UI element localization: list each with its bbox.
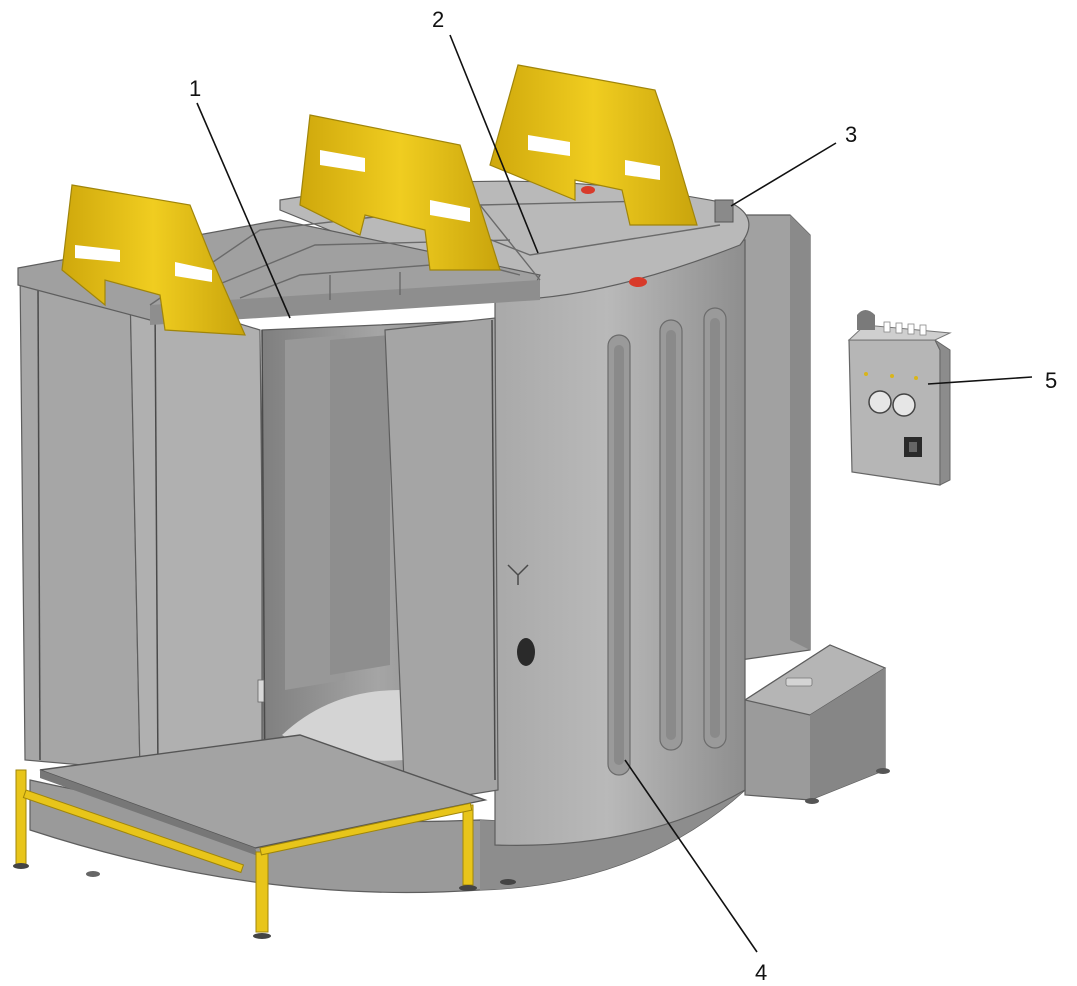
control-button-left-icon — [868, 390, 892, 414]
warning-marker-icon — [629, 277, 647, 287]
callout-2: 2 — [432, 7, 444, 32]
side-housing — [739, 214, 811, 661]
drive-unit — [743, 644, 890, 804]
control-button-right-icon — [892, 393, 916, 417]
leader-line-4 — [624, 759, 758, 953]
callout-1: 1 — [189, 76, 201, 101]
leader-line-5 — [927, 376, 1033, 385]
leader-lines — [196, 34, 1033, 953]
leader-line-1 — [196, 102, 291, 319]
callout-labels: 1 2 3 4 5 — [189, 7, 1057, 985]
callout-4: 4 — [755, 960, 767, 985]
control-box — [847, 310, 952, 486]
vertical-slots — [607, 307, 727, 776]
callout-5: 5 — [1045, 368, 1057, 393]
lock-hole-icon — [517, 638, 535, 666]
lifting-frames — [61, 64, 698, 336]
leader-line-2 — [449, 34, 539, 254]
callout-3: 3 — [845, 122, 857, 147]
loading-platform — [13, 734, 516, 939]
leader-line-3 — [730, 142, 837, 207]
front-doors — [17, 199, 721, 806]
